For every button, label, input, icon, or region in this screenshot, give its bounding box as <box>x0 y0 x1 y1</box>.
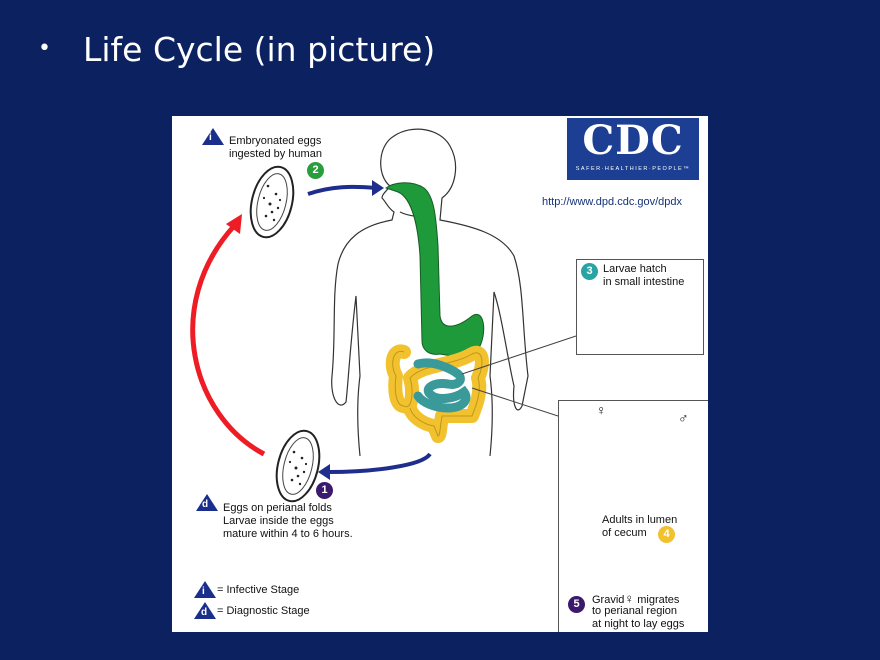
blue-arrow-deposit <box>327 452 432 474</box>
infective-triangle-icon <box>202 128 224 145</box>
step-3-line2: in small intestine <box>603 276 685 288</box>
pointer-line-3 <box>461 335 577 375</box>
legend-diagnostic-marker: d <box>201 607 208 618</box>
legend-diagnostic-icon <box>194 602 216 619</box>
step-5-badge: 5 <box>568 596 585 613</box>
legend-infective-icon <box>194 581 216 598</box>
female-symbol: ♀ <box>596 402 607 418</box>
cdc-logo: CDC SAFER·HEALTHIER·PEOPLE™ <box>567 118 699 180</box>
slide-title-text: Life Cycle (in picture) <box>83 30 436 69</box>
step-4-5-box <box>558 400 708 632</box>
life-cycle-diagram: CDC SAFER·HEALTHIER·PEOPLE™ http://www.d… <box>172 116 708 632</box>
cdc-logo-tagline: SAFER·HEALTHIER·PEOPLE™ <box>575 166 691 172</box>
step-d-line1: Eggs on perianal folds <box>223 502 332 514</box>
step-d-line2: Larvae inside the eggs <box>223 515 334 527</box>
pointer-line-4 <box>471 387 559 417</box>
step-5-line1: Gravid♀ migrates <box>592 592 679 607</box>
step-5-line3: at night to lay eggs <box>592 618 685 630</box>
egg-embryonated <box>249 165 295 239</box>
small-intestine <box>413 358 471 413</box>
cdc-logo-text: CDC <box>582 117 684 164</box>
step-i-line2: ingested by human <box>229 148 322 160</box>
title-bullet: • <box>38 36 51 61</box>
step-i-line1: Embryonated eggs <box>229 135 322 147</box>
diagnostic-triangle-icon <box>196 494 218 511</box>
step-3-line1: Larvae hatch <box>603 263 667 275</box>
red-arrowhead <box>226 214 242 234</box>
egg-perianal <box>275 429 321 503</box>
legend-diagnostic-label: = Diagnostic Stage <box>217 605 310 617</box>
step-1-badge: 1 <box>316 482 333 499</box>
cdc-url: http://www.dpd.cdc.gov/dpdx <box>542 196 683 208</box>
blue-arrow-ingest <box>307 184 377 196</box>
step-d-line3: mature within 4 to 6 hours. <box>223 528 353 540</box>
male-symbol: ♂ <box>678 410 689 426</box>
step-3-badge: 3 <box>581 263 598 280</box>
step-5-migrates: migrates <box>637 594 680 606</box>
step-2-badge: 2 <box>307 162 324 179</box>
esophagus-stomach <box>384 182 485 357</box>
step-5-gravid: Gravid <box>592 594 625 606</box>
step-3-box <box>576 259 704 355</box>
legend-infective-marker: i <box>202 586 205 597</box>
step-4-line2: of cecum <box>602 527 647 539</box>
blue-arrowhead-deposit <box>318 464 330 480</box>
step-5-line2: to perianal region <box>592 605 678 617</box>
step-4-badge: 4 <box>658 526 675 543</box>
diagnostic-marker: d <box>202 499 209 510</box>
step-5-female-symbol: ♀ <box>624 591 635 606</box>
blue-arrowhead-ingest <box>372 180 384 196</box>
step-4-line1: Adults in lumen <box>602 514 678 526</box>
infective-marker: i <box>209 132 212 143</box>
red-cycle-arrow <box>190 224 266 457</box>
legend-infective-label: = Infective Stage <box>217 584 300 596</box>
